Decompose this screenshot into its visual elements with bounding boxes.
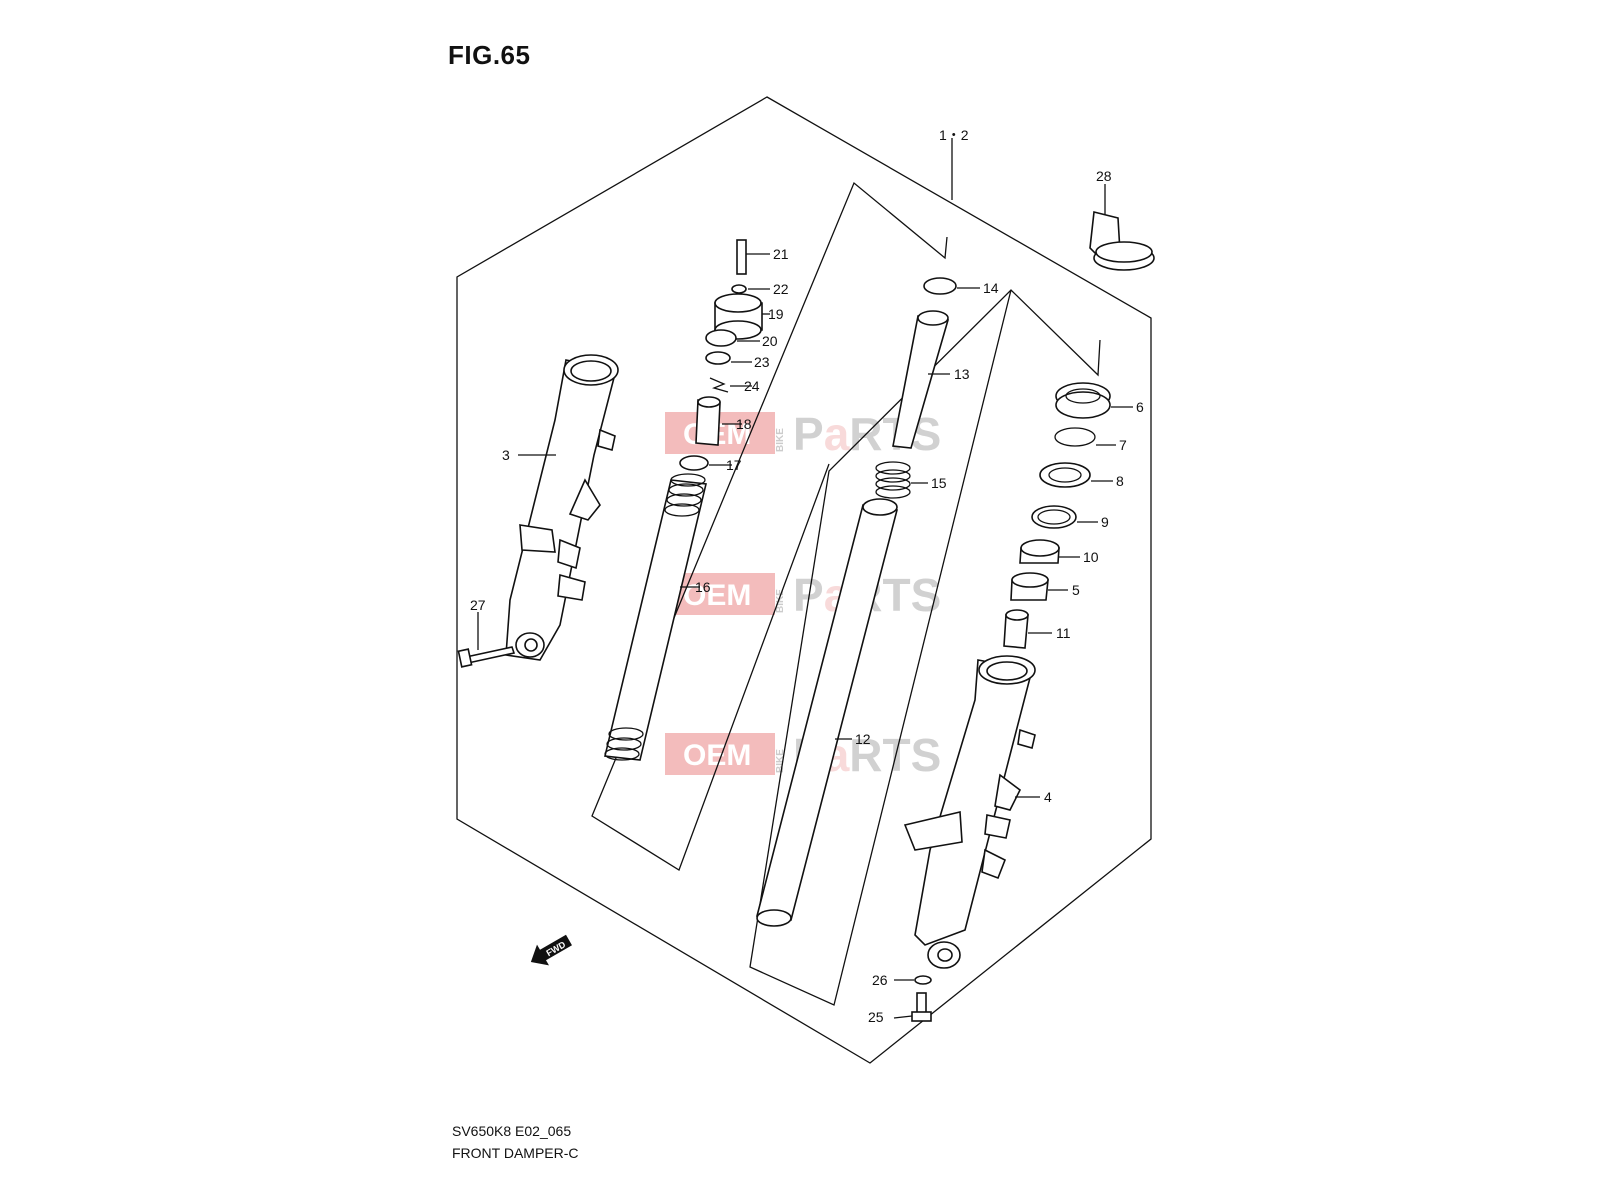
callout-9: 9 — [1101, 514, 1109, 530]
callout-28: 28 — [1096, 168, 1112, 184]
part-7-stopper-ring — [1054, 427, 1116, 447]
callout-24: 24 — [744, 378, 760, 394]
watermark-bike-text: BIKE — [775, 589, 786, 613]
callout-10: 10 — [1083, 549, 1099, 565]
part-18-spacer — [695, 396, 742, 446]
inner-group-frame-left — [591, 181, 948, 871]
callout-4: 4 — [1044, 789, 1052, 805]
inner-group-frame-right — [749, 289, 1101, 1006]
part-23-washer — [705, 351, 752, 365]
part-21-adjuster-rod — [736, 239, 770, 275]
callout-6: 6 — [1136, 399, 1144, 415]
callout-labels: 1・2 28 21 22 19 20 23 24 18 17 16 3 27 1… — [470, 127, 1144, 1025]
callout-8: 8 — [1116, 473, 1124, 489]
callout-15: 15 — [931, 475, 947, 491]
watermark-2: OEM BIKE PaRTS — [665, 569, 941, 621]
callout-26: 26 — [872, 972, 888, 988]
callout-27: 27 — [470, 597, 486, 613]
part-9-washer — [1031, 505, 1098, 529]
part-20-o-ring — [705, 329, 760, 347]
callout-14: 14 — [983, 280, 999, 296]
watermark-oem-text: OEM — [683, 579, 751, 612]
watermark-a: a — [824, 408, 850, 460]
part-12-inner-tube — [755, 498, 898, 927]
callout-3: 3 — [502, 447, 510, 463]
callout-21: 21 — [773, 246, 789, 262]
callout-22: 22 — [773, 281, 789, 297]
part-14-ring — [923, 277, 980, 295]
part-25-bolt — [893, 992, 932, 1022]
callout-19: 19 — [768, 306, 784, 322]
part-3-outer-tube-left — [505, 354, 619, 661]
diagram-code: SV650K8 E02_065 — [452, 1123, 572, 1139]
callout-20: 20 — [762, 333, 778, 349]
callout-1-2: 1・2 — [939, 127, 969, 143]
callout-13: 13 — [954, 366, 970, 382]
part-11-lock-piece — [1003, 609, 1052, 649]
part-28-clip — [1089, 184, 1155, 271]
diagram-caption: FRONT DAMPER-C — [452, 1145, 579, 1161]
callout-17: 17 — [726, 457, 742, 473]
callout-7: 7 — [1119, 437, 1127, 453]
part-26-washer — [894, 975, 932, 985]
part-24-clip — [709, 377, 752, 393]
watermark-p: P — [793, 408, 824, 460]
part-15-spring — [875, 461, 928, 499]
fwd-arrow-icon: FWD — [530, 934, 572, 966]
part-27-bolt — [457, 612, 516, 668]
callout-12: 12 — [855, 731, 871, 747]
assembly-frame — [456, 96, 1152, 1064]
watermark-p: P — [793, 569, 824, 621]
callout-23: 23 — [754, 354, 770, 370]
part-5-slide-bush — [1010, 572, 1068, 601]
watermark-bike-text: BIKE — [775, 428, 786, 452]
part-10-guide-bush — [1019, 539, 1080, 564]
callout-5: 5 — [1072, 582, 1080, 598]
part-22-small-ring — [731, 284, 770, 294]
part-13-damper-rod — [892, 310, 950, 449]
part-16-spring — [604, 473, 707, 761]
figure-title: FIG.65 — [448, 40, 531, 70]
svg-text:PaRTS: PaRTS — [793, 408, 941, 460]
callout-11: 11 — [1056, 625, 1071, 641]
watermark-bike-text: BIKE — [775, 749, 786, 773]
callout-18: 18 — [736, 416, 752, 432]
callout-16: 16 — [695, 579, 711, 595]
part-6-dust-seal — [1055, 382, 1133, 419]
part-4-outer-tube-right — [903, 655, 1040, 969]
callout-25: 25 — [868, 1009, 884, 1025]
part-8-oil-seal — [1039, 462, 1113, 488]
part-17-washer — [679, 455, 732, 471]
